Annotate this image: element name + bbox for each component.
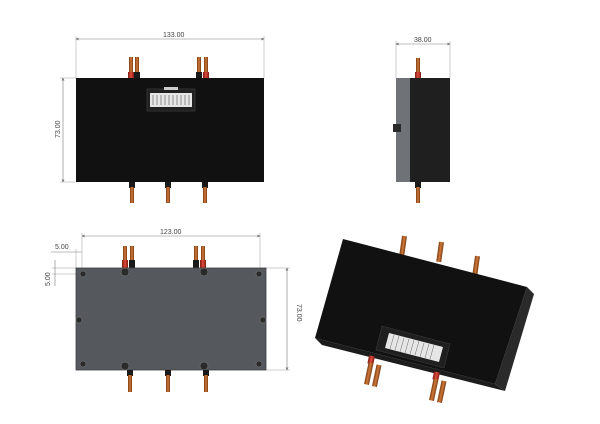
side-body-left [396,78,410,182]
isometric-view [315,235,534,403]
iso-bottom-wires [364,355,447,403]
bottom-top-terminals [122,246,206,268]
iso-body-front-side [315,338,505,391]
side-width-label: 38.00 [414,37,432,44]
bottom-height-label: 73.00 [295,304,302,322]
iso-body-right-side [495,287,534,391]
bottom-bottom-terminals [127,370,209,392]
front-connector [146,87,196,112]
iso-connector [375,325,451,369]
side-view: 38.00 [393,37,451,203]
front-bottom-terminals [129,182,208,203]
front-height-dimension: 73.00 [55,77,76,183]
bottom-view: 123.00 5.00 5.00 73.00 [45,229,302,392]
iso-top-wires [399,235,480,277]
iso-body-top [315,239,527,384]
bottom-offset-y-label: 5.00 [45,272,52,286]
bottom-width-label: 123.00 [160,229,182,236]
front-width-label: 133.00 [163,32,185,39]
bottom-offset-x-label: 5.00 [55,244,69,251]
bottom-height-dimension: 73.00 [266,267,302,371]
bottom-offset-y-dimension: 5.00 [45,260,76,286]
front-width-dimension: 133.00 [75,32,265,78]
bottom-plate [75,267,267,371]
bottom-offset-x-dimension: 5.00 [51,244,82,268]
front-top-terminals [128,57,209,79]
side-width-dimension: 38.00 [395,37,451,78]
bottom-screw-holes [75,267,267,371]
bottom-width-dimension: 123.00 [81,229,261,268]
front-height-label: 73.00 [55,120,62,138]
front-view: 133.00 73.00 [55,32,265,203]
side-body-right [410,78,450,182]
